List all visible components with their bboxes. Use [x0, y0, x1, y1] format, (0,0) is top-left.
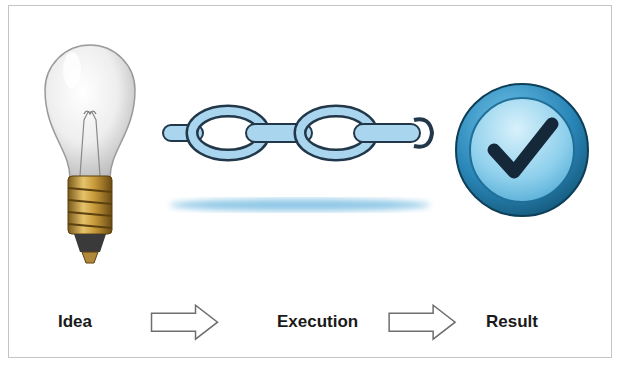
light-bulb — [45, 45, 135, 263]
check-mark — [494, 124, 552, 172]
chain-shadow — [170, 199, 430, 211]
bulb-insulator — [74, 234, 106, 252]
chain — [163, 111, 432, 211]
chain-link-edge — [354, 124, 420, 142]
stage-label: Idea — [58, 312, 92, 332]
stage-label: Execution — [277, 312, 358, 332]
stage-label: Result — [486, 312, 538, 332]
bulb-highlight — [63, 52, 81, 88]
bulb-threads — [68, 188, 112, 228]
flow-arrow — [152, 305, 218, 339]
flow-arrow — [389, 305, 455, 339]
check-ring — [456, 84, 588, 216]
bulb-filament-wires — [80, 112, 100, 176]
check-disc — [470, 98, 574, 202]
frame-border — [9, 6, 612, 358]
stage-label-box: Execution — [273, 310, 362, 334]
check-icon — [456, 84, 588, 216]
bulb-filament — [84, 111, 96, 114]
stage-label-box: Result — [482, 310, 542, 334]
bulb-glass — [45, 45, 135, 178]
bulb-tip — [82, 252, 98, 263]
stage-label-box: Idea — [54, 310, 96, 334]
chain-end — [414, 119, 432, 147]
bulb-base — [68, 176, 112, 234]
